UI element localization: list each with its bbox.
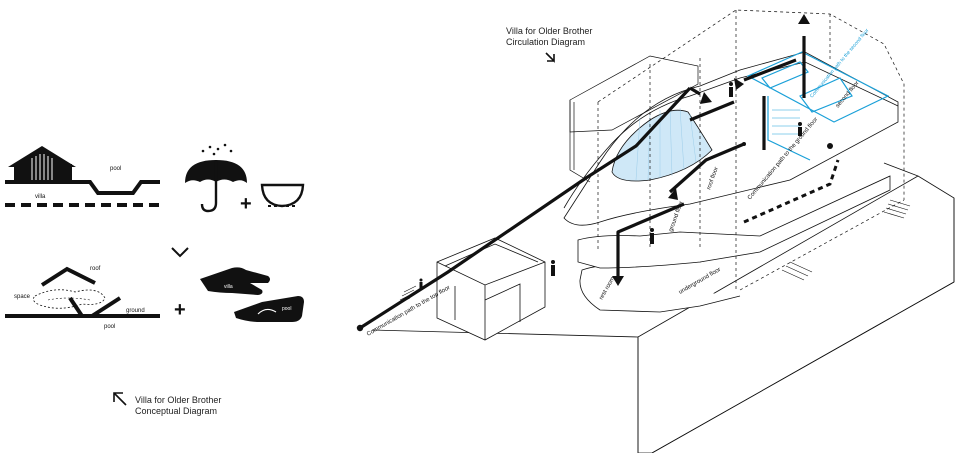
roof-label: roof — [90, 266, 101, 272]
ground-line — [5, 180, 160, 195]
label-underground-floor: underground floor — [678, 267, 722, 296]
hand-villa-label: villa — [224, 284, 233, 290]
conceptual-caption-line1: Villa for Older Brother — [135, 395, 222, 405]
circulation-caption-arrow-icon — [545, 52, 555, 63]
space-label: space — [14, 294, 31, 300]
person-icon — [419, 82, 802, 289]
path-dot — [827, 143, 833, 149]
plus-operator: + — [240, 193, 252, 215]
path-dot-small — [742, 142, 746, 146]
circulation-caption-line1: Villa for Older Brother — [506, 26, 593, 36]
roof-ground-diagram — [5, 266, 160, 318]
circulation-caption-line2: Circulation Diagram — [506, 37, 586, 47]
arrow-icon — [171, 247, 189, 258]
building — [397, 51, 911, 313]
garage-box — [436, 237, 546, 341]
conceptual-diagram: pool villa + roof s — [5, 143, 305, 406]
circulation-path — [359, 36, 806, 330]
ground-label: ground — [126, 308, 145, 314]
arrow-icon — [612, 14, 810, 286]
bowl-icon — [260, 183, 305, 208]
dashed-envelope — [597, 9, 905, 291]
umbrella-icon — [185, 143, 247, 213]
hand-icon — [200, 267, 304, 322]
villa-label: villa — [35, 194, 46, 200]
house-icon — [8, 146, 76, 182]
dashed-circulation-path — [743, 159, 840, 224]
circulation-diagram — [356, 9, 955, 453]
site-block — [371, 162, 955, 453]
pool-label: pool — [110, 166, 121, 172]
conceptual-caption: Villa for Older Brother Conceptual Diagr… — [135, 395, 221, 417]
caption-arrow-icon — [113, 392, 127, 406]
conceptual-caption-line2: Conceptual Diagram — [135, 406, 218, 416]
circulation-caption: Villa for Older Brother Circulation Diag… — [506, 26, 592, 48]
path-start-dot — [356, 324, 364, 332]
hand-pool-label: pool — [282, 306, 291, 312]
pool-bottom-label: pool — [104, 324, 115, 330]
plus-operator-bottom: + — [174, 299, 186, 321]
